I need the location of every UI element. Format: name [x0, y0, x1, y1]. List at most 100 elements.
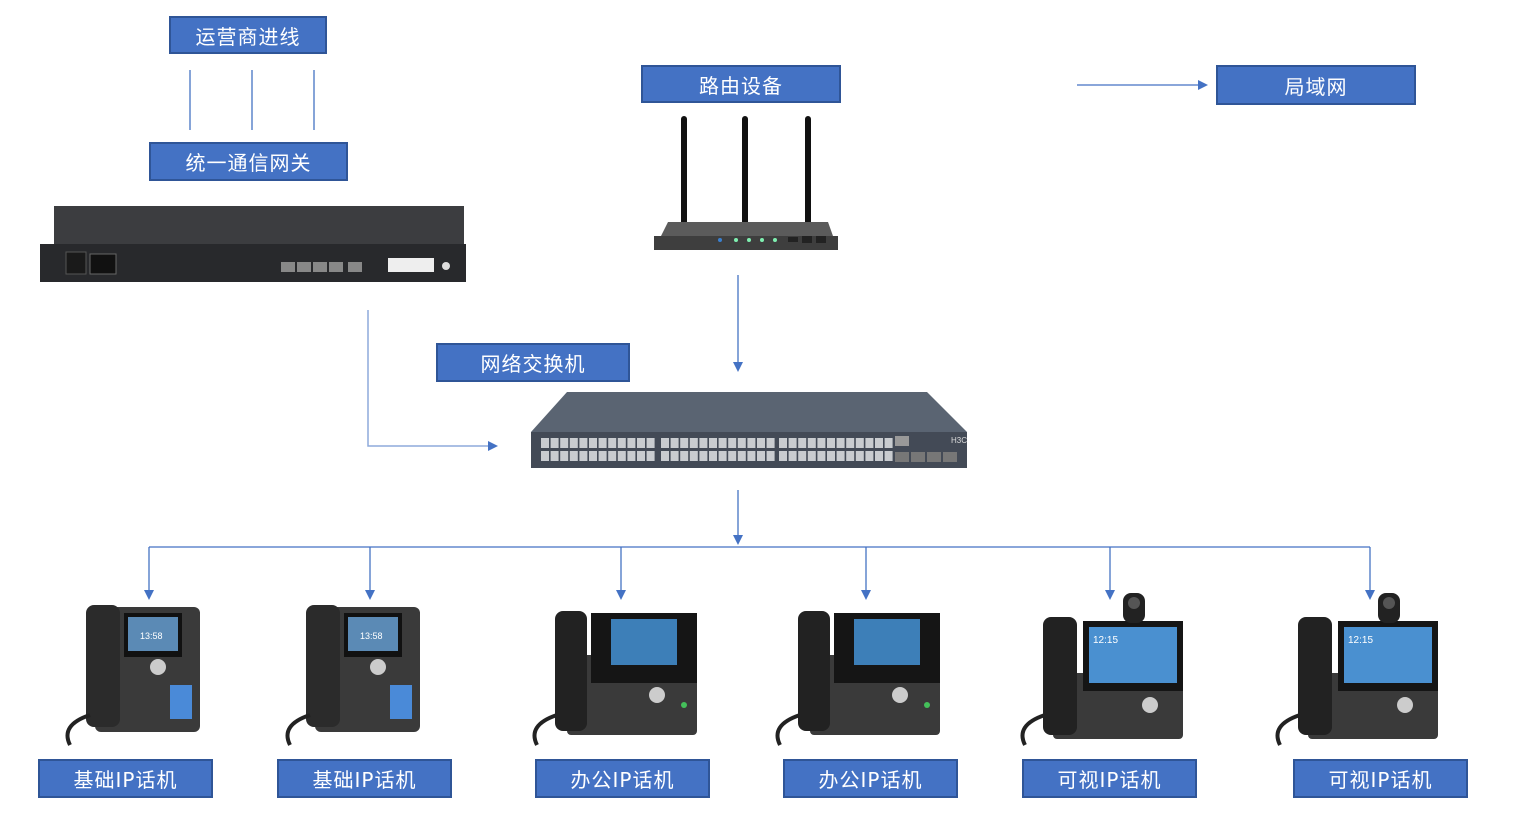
- phone-illustration: 12:15: [1020, 593, 1183, 746]
- switch-port: [689, 451, 698, 461]
- router-status-leds: [718, 238, 777, 242]
- switch-port: [699, 438, 708, 448]
- switch-port: [757, 438, 765, 448]
- switch-port: [747, 451, 756, 461]
- switch-port: [766, 451, 775, 461]
- switch-port: [779, 438, 787, 448]
- ip-phone-video: 12:15: [1015, 585, 1195, 759]
- router-label: 路由设备: [641, 65, 841, 103]
- uc-gateway-device: [40, 206, 466, 282]
- switch-port: [817, 438, 826, 448]
- switch-port: [541, 438, 549, 448]
- gateway-to-switch-arrow: [367, 310, 498, 451]
- svg-text:13:58: 13:58: [140, 631, 163, 641]
- switch-port: [637, 451, 645, 461]
- switch-port: [589, 438, 597, 448]
- switch-port: [661, 451, 669, 461]
- switch-port: [560, 451, 569, 461]
- switch-port: [550, 451, 559, 461]
- phone-illustration: [775, 611, 940, 746]
- switch-port: [737, 451, 746, 461]
- phone-label-5: 可视IP话机: [1022, 759, 1197, 798]
- phone-illustration: 12:15: [1275, 593, 1438, 746]
- switch-port: [637, 438, 645, 448]
- switch-port: [579, 438, 588, 448]
- switch-port: [709, 438, 717, 448]
- switch-port: [788, 438, 797, 448]
- switch-port: [689, 438, 698, 448]
- switch-port: [875, 451, 883, 461]
- switch-label: 网络交换机: [436, 343, 630, 382]
- switch-port: [728, 451, 737, 461]
- lan-ports: [281, 262, 362, 272]
- switch-port: [718, 451, 727, 461]
- switch-port: [646, 451, 655, 461]
- svg-text:13:58: 13:58: [360, 631, 383, 641]
- switch-port: [598, 438, 607, 448]
- switch-brand-logo: H3C: [951, 436, 967, 445]
- switch-port: [541, 451, 549, 461]
- switch-port: [865, 438, 874, 448]
- ip-phone-video: 12:15: [1270, 585, 1450, 759]
- switch-port: [589, 451, 597, 461]
- switch-port: [855, 438, 864, 448]
- phone-illustration: [532, 611, 697, 746]
- switch-port: [798, 438, 807, 448]
- switch-port: [627, 451, 636, 461]
- switch-port: [560, 438, 569, 448]
- switch-port: [807, 438, 816, 448]
- switch-port: [798, 451, 807, 461]
- switch-port: [865, 451, 874, 461]
- carrier-line-label: 运营商进线: [169, 16, 327, 54]
- switch-ports: [541, 438, 893, 461]
- switch-port: [737, 438, 746, 448]
- switch-port: [718, 438, 727, 448]
- switch-port: [757, 451, 765, 461]
- switch-port: [788, 451, 797, 461]
- ip-phone-basic: 13:58: [60, 585, 240, 759]
- switch-port: [680, 438, 689, 448]
- switch-port: [855, 451, 864, 461]
- switch-port: [846, 438, 855, 448]
- switch-port: [884, 451, 893, 461]
- switch-port: [646, 438, 655, 448]
- ip-phone-basic: 13:58: [280, 585, 460, 759]
- switch-port: [617, 438, 626, 448]
- ip-phone-office: [527, 585, 707, 759]
- switch-port: [569, 451, 578, 461]
- phone-label-4: 办公IP话机: [783, 759, 958, 798]
- svg-text:12:15: 12:15: [1093, 635, 1118, 646]
- switch-port: [779, 451, 787, 461]
- switch-port: [836, 451, 845, 461]
- switch-port: [608, 451, 617, 461]
- switch-port: [728, 438, 737, 448]
- switch-port: [627, 438, 636, 448]
- switch-port: [884, 438, 893, 448]
- network-switch-device: H3C: [531, 392, 967, 468]
- switch-port: [827, 438, 835, 448]
- switch-port: [680, 451, 689, 461]
- switch-port: [550, 438, 559, 448]
- router-device: [654, 116, 838, 250]
- switch-port: [699, 451, 708, 461]
- phone-label-2: 基础IP话机: [277, 759, 452, 798]
- switch-port: [617, 451, 626, 461]
- switch-port: [569, 438, 578, 448]
- switch-port: [766, 438, 775, 448]
- switch-port: [579, 451, 588, 461]
- phone-label-1: 基础IP话机: [38, 759, 213, 798]
- ip-phone-office: [770, 585, 950, 759]
- switch-port: [836, 438, 845, 448]
- uc-gateway-label: 统一通信网关: [149, 142, 348, 181]
- svg-text:12:15: 12:15: [1348, 635, 1373, 646]
- switch-port: [827, 451, 835, 461]
- phone-label-3: 办公IP话机: [535, 759, 710, 798]
- switch-port: [747, 438, 756, 448]
- switch-port: [875, 438, 883, 448]
- switch-port: [598, 451, 607, 461]
- switch-port: [661, 438, 669, 448]
- phone-label-6: 可视IP话机: [1293, 759, 1468, 798]
- switch-port: [846, 451, 855, 461]
- phone-illustration: 13:58: [285, 605, 420, 746]
- phone-illustration: 13:58: [65, 605, 200, 746]
